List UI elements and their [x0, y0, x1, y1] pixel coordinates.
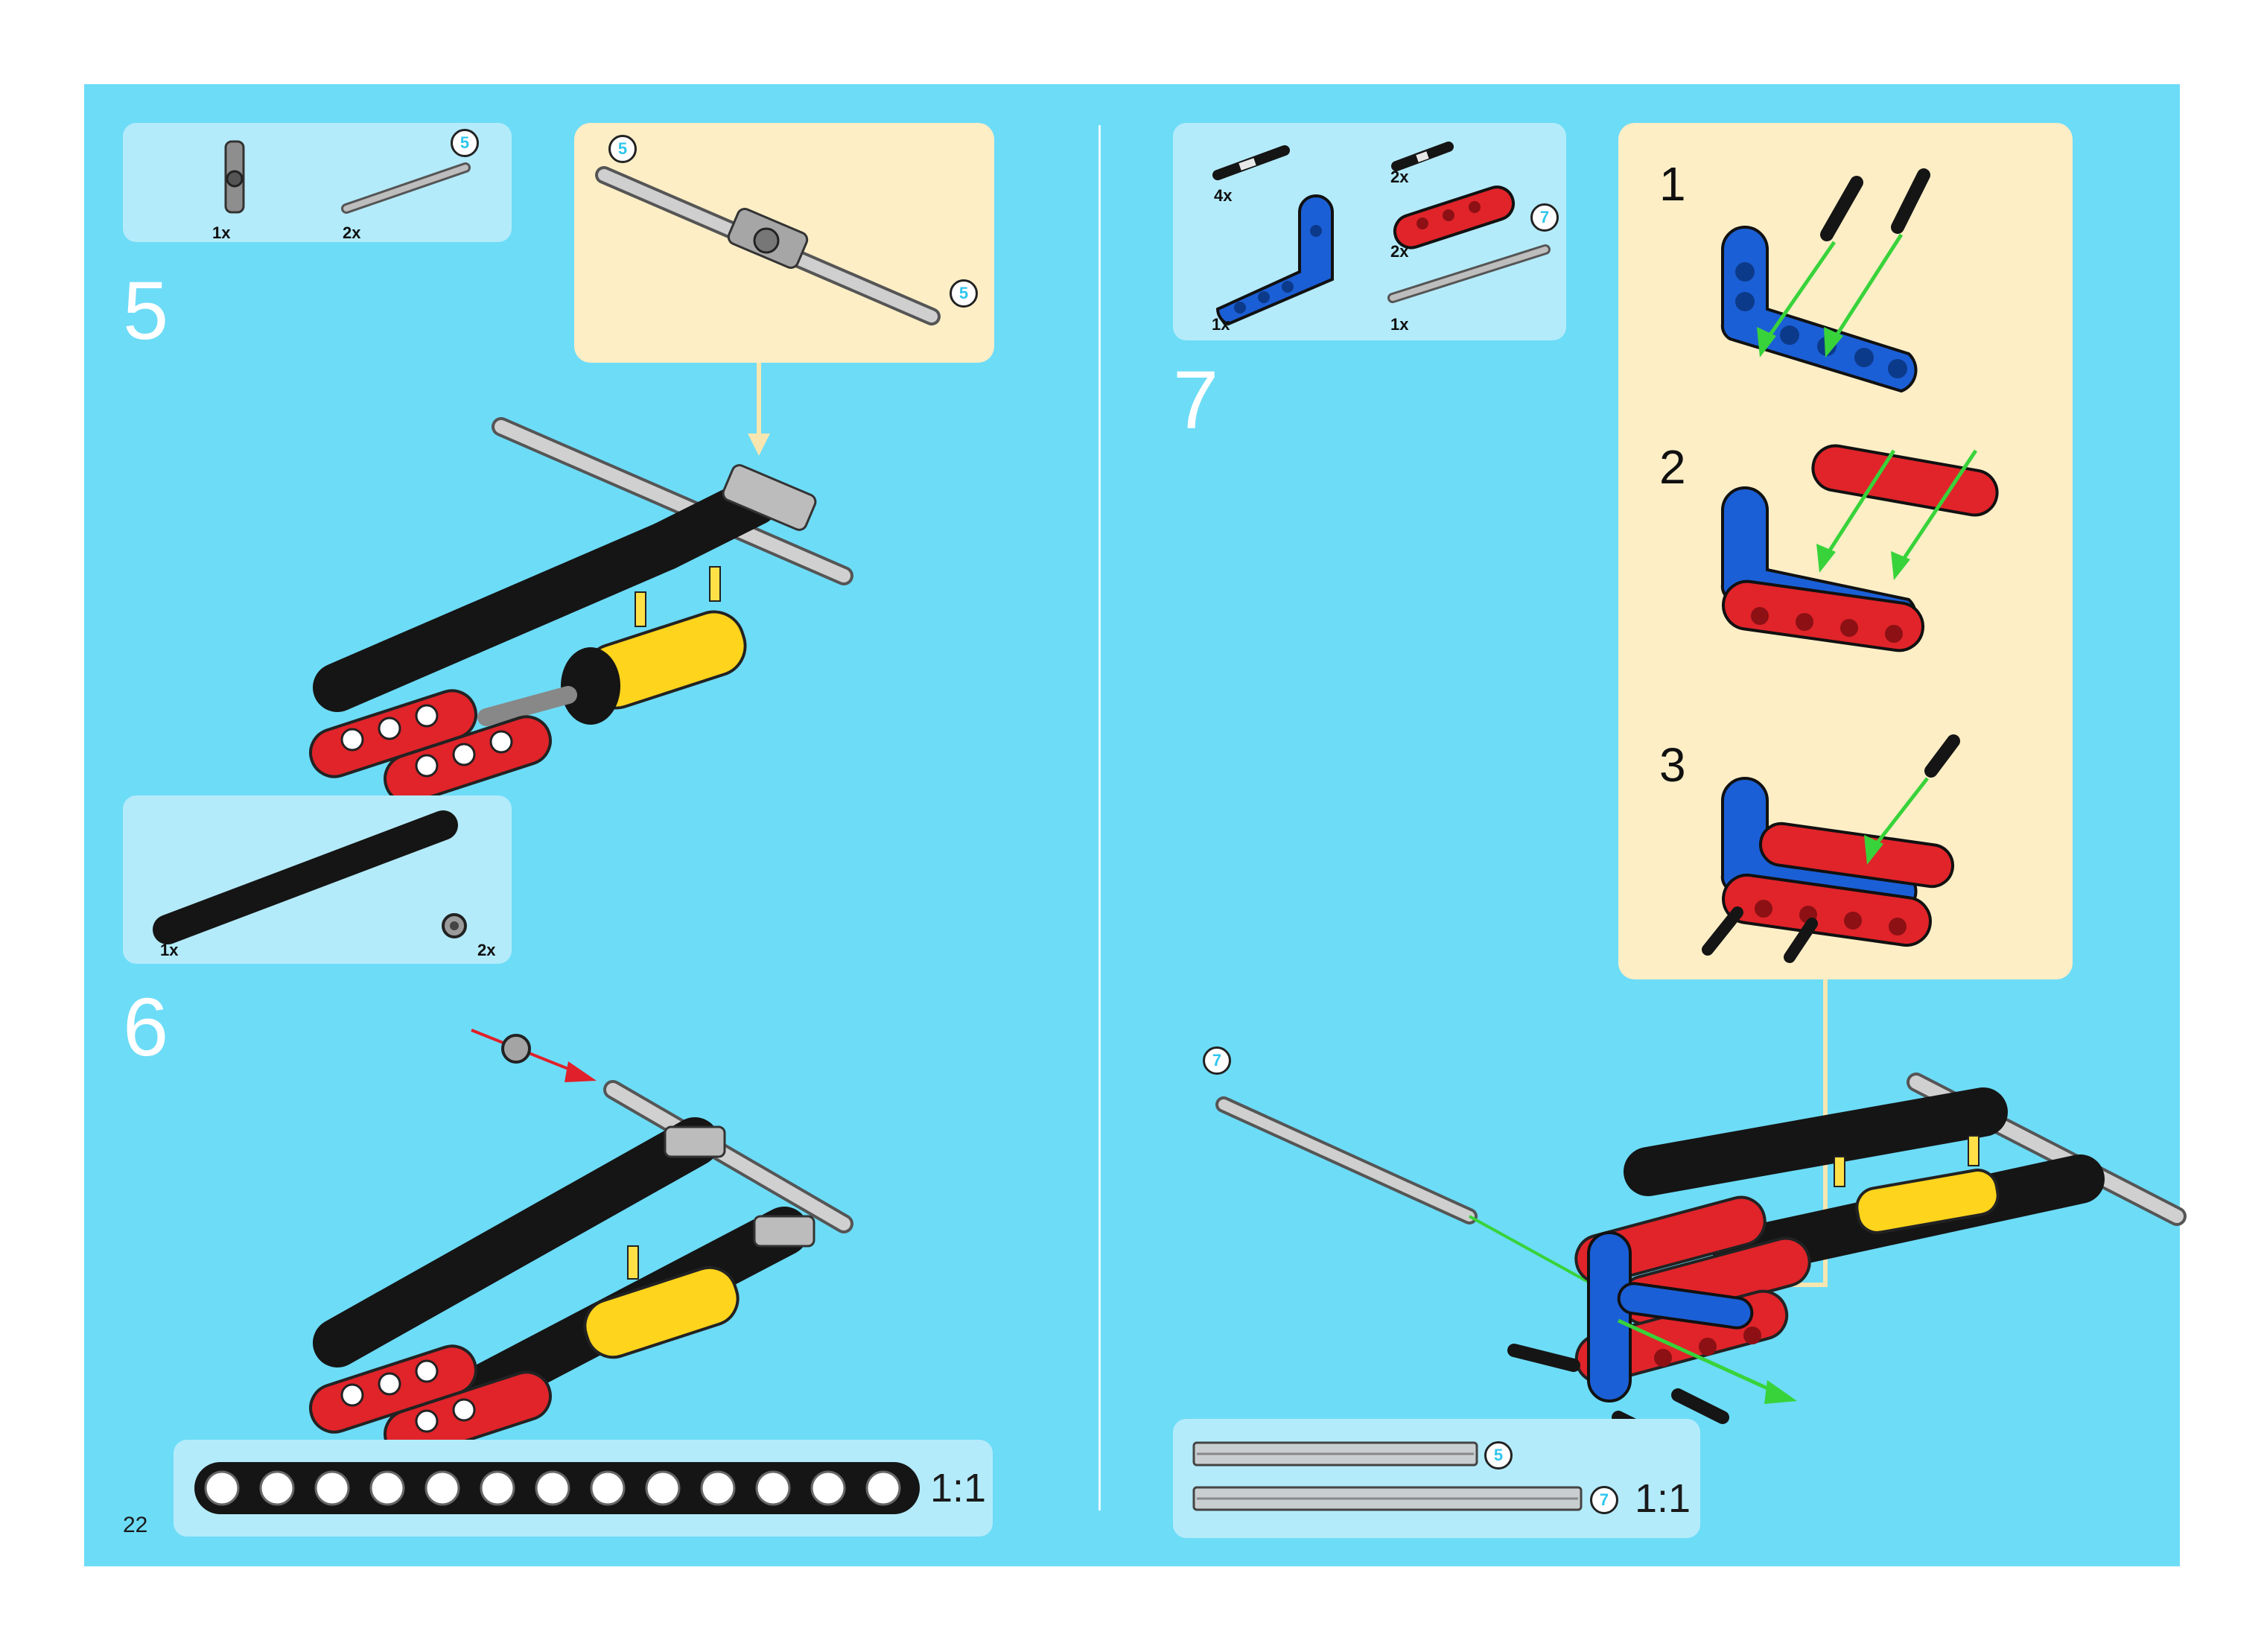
blue-l-beam-qty: 1x: [1212, 315, 1230, 334]
axle-7-badge: 7: [1530, 203, 1559, 232]
step5-number: 5: [123, 270, 168, 352]
axle-7-ruler-badge: 7: [1590, 1486, 1618, 1514]
axle-qty: 2x: [343, 223, 360, 243]
step7-parts-box: 4x 2x 1x 2x 7 1x: [1173, 123, 1566, 340]
step7-number: 7: [1173, 360, 1218, 442]
axle-length-badge: 5: [451, 129, 479, 157]
instruction-page: 1x 5 2x 5 5 5: [84, 84, 2180, 1566]
substep-2-illustration: [1708, 428, 2020, 667]
axle-5-ruler: [1192, 1440, 1490, 1470]
black-beam-part-icon: [153, 810, 465, 944]
beam-1-to-1-ruler: [188, 1455, 933, 1522]
bush-qty: 2x: [477, 941, 495, 960]
substep-1-number: 1: [1659, 160, 1686, 208]
step6-ruler-box: 1:1: [174, 1440, 993, 1537]
connector-part-icon: [212, 138, 257, 227]
step7-ruler-ratio: 1:1: [1635, 1478, 1691, 1519]
callout-badge-bottom: 5: [950, 279, 978, 308]
bush-part-icon: [436, 907, 473, 944]
axle-7-ruler: [1192, 1484, 1594, 1514]
axle-7-part-icon: [1385, 242, 1556, 309]
step6-model-illustration: [263, 1008, 963, 1425]
substep-3-illustration: [1708, 726, 2020, 972]
red-beam-part-icon: [1389, 179, 1523, 246]
step6-ruler-ratio: 1:1: [930, 1468, 986, 1508]
step6-parts-box: 1x 2x: [123, 795, 512, 964]
blue-l-beam-part-icon: [1210, 197, 1344, 324]
page-number: 22: [123, 1513, 147, 1538]
black-beam-qty: 1x: [160, 941, 178, 960]
axle-5-ruler-badge: 5: [1484, 1441, 1513, 1470]
substep-1-illustration: [1708, 160, 2020, 398]
callout-badge-top: 5: [608, 135, 637, 163]
axle-7-qty: 1x: [1390, 315, 1408, 334]
connector-qty: 1x: [212, 223, 230, 243]
axle-part-icon: [339, 160, 473, 220]
step6-number: 6: [123, 987, 168, 1069]
substep-2-number: 2: [1659, 443, 1686, 491]
pin-long-part-icon: [1210, 142, 1292, 186]
page-divider: [1098, 125, 1101, 1510]
step7-substeps-callout: 1 2 3: [1618, 123, 2073, 979]
step5-parts-box: 1x 5 2x: [123, 123, 512, 242]
step5-model-illustration: [263, 397, 963, 747]
step7-axle-ruler-box: 5 7 1:1: [1173, 1419, 1700, 1538]
substep-3-number: 3: [1659, 741, 1686, 789]
axle-connector-assembly-icon: [604, 160, 961, 346]
step5-callout: 5 5: [574, 123, 994, 363]
